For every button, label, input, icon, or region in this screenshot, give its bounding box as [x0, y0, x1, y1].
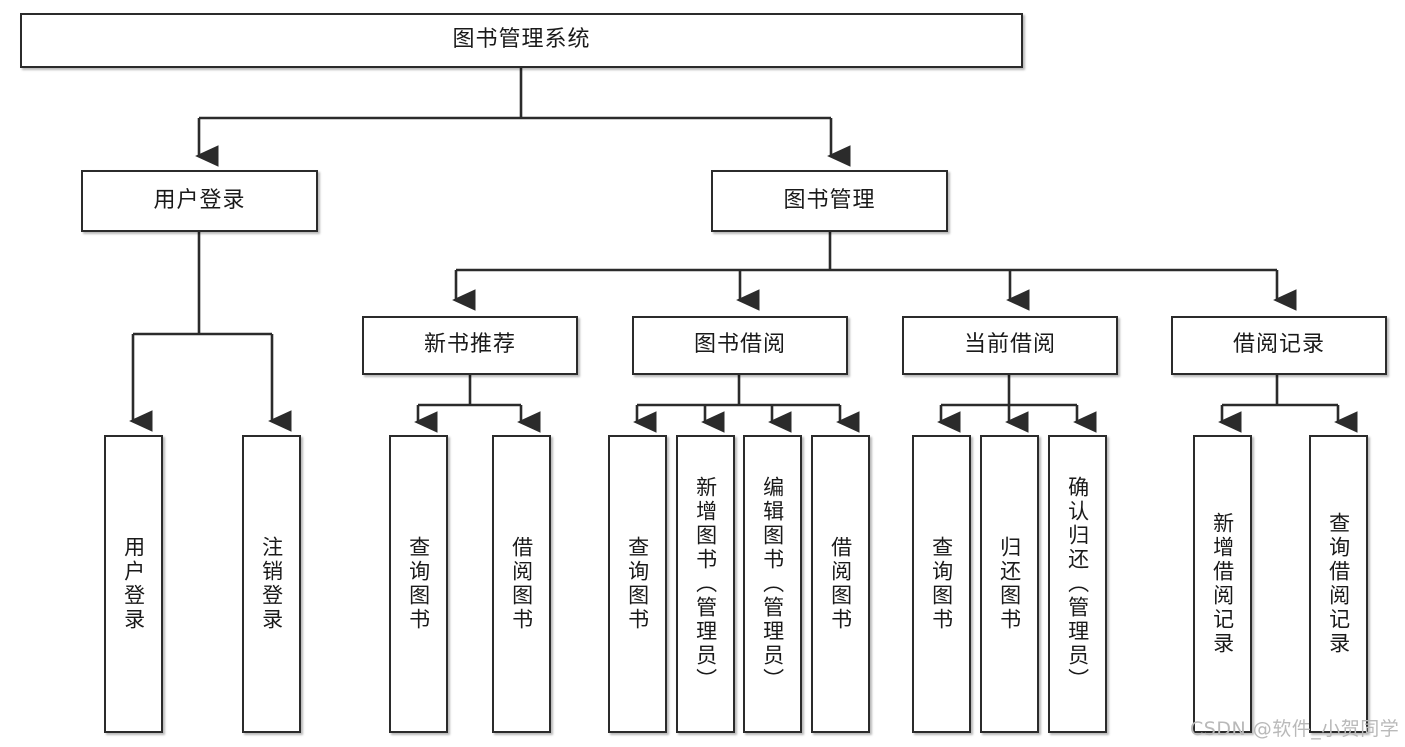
node-book-borrow[interactable]: 图书借阅: [632, 316, 848, 375]
node-label: 图书借阅: [693, 332, 786, 358]
leaf-book-borrow-query-book[interactable]: 查询图书: [608, 435, 667, 733]
node-label: 确认归还（管理员）: [1065, 476, 1090, 692]
node-label: 当前借阅: [963, 332, 1056, 358]
node-new-book-recommend[interactable]: 新书推荐: [362, 316, 578, 375]
node-label: 借阅记录: [1232, 332, 1325, 358]
leaf-user-login-logout[interactable]: 注销登录: [242, 435, 301, 733]
node-label: 借阅图书: [828, 536, 853, 632]
csdn-watermark: CSDN @软件_小贺同学: [1190, 718, 1400, 740]
node-label: 查询图书: [929, 536, 954, 632]
leaf-book-borrow-edit-book-admin[interactable]: 编辑图书（管理员）: [743, 435, 802, 733]
node-label: 新书推荐: [423, 332, 516, 358]
node-root-book-management-system[interactable]: 图书管理系统: [20, 13, 1023, 68]
leaf-current-borrow-return-book[interactable]: 归还图书: [980, 435, 1039, 733]
leaf-book-borrow-borrow-book[interactable]: 借阅图书: [811, 435, 870, 733]
node-user-login[interactable]: 用户登录: [81, 170, 318, 232]
leaf-borrow-records-add-record[interactable]: 新增借阅记录: [1193, 435, 1252, 733]
node-label: 用户登录: [121, 536, 146, 632]
leaf-user-login-login[interactable]: 用户登录: [104, 435, 163, 733]
node-label: 注销登录: [259, 536, 284, 632]
node-book-management[interactable]: 图书管理: [711, 170, 948, 232]
node-current-borrow[interactable]: 当前借阅: [902, 316, 1118, 375]
node-label: 用户登录: [153, 187, 246, 213]
leaf-new-book-borrow-book[interactable]: 借阅图书: [492, 435, 551, 733]
node-label: 图书管理: [783, 187, 876, 213]
node-label: 查询借阅记录: [1326, 512, 1351, 656]
leaf-current-borrow-confirm-return-admin[interactable]: 确认归还（管理员）: [1048, 435, 1107, 733]
node-label: 查询图书: [625, 536, 650, 632]
node-label: 归还图书: [997, 536, 1022, 632]
node-label: 图书管理系统: [452, 27, 591, 53]
node-label: 查询图书: [406, 536, 431, 632]
node-label: 编辑图书（管理员）: [760, 476, 785, 692]
leaf-current-borrow-query-book[interactable]: 查询图书: [912, 435, 971, 733]
node-label: 借阅图书: [509, 536, 534, 632]
node-label: 新增借阅记录: [1210, 512, 1235, 656]
leaf-borrow-records-query-record[interactable]: 查询借阅记录: [1309, 435, 1368, 733]
leaf-new-book-query-book[interactable]: 查询图书: [389, 435, 448, 733]
node-label: 新增图书（管理员）: [693, 476, 718, 692]
leaf-book-borrow-add-book-admin[interactable]: 新增图书（管理员）: [676, 435, 735, 733]
node-borrow-records[interactable]: 借阅记录: [1171, 316, 1387, 375]
